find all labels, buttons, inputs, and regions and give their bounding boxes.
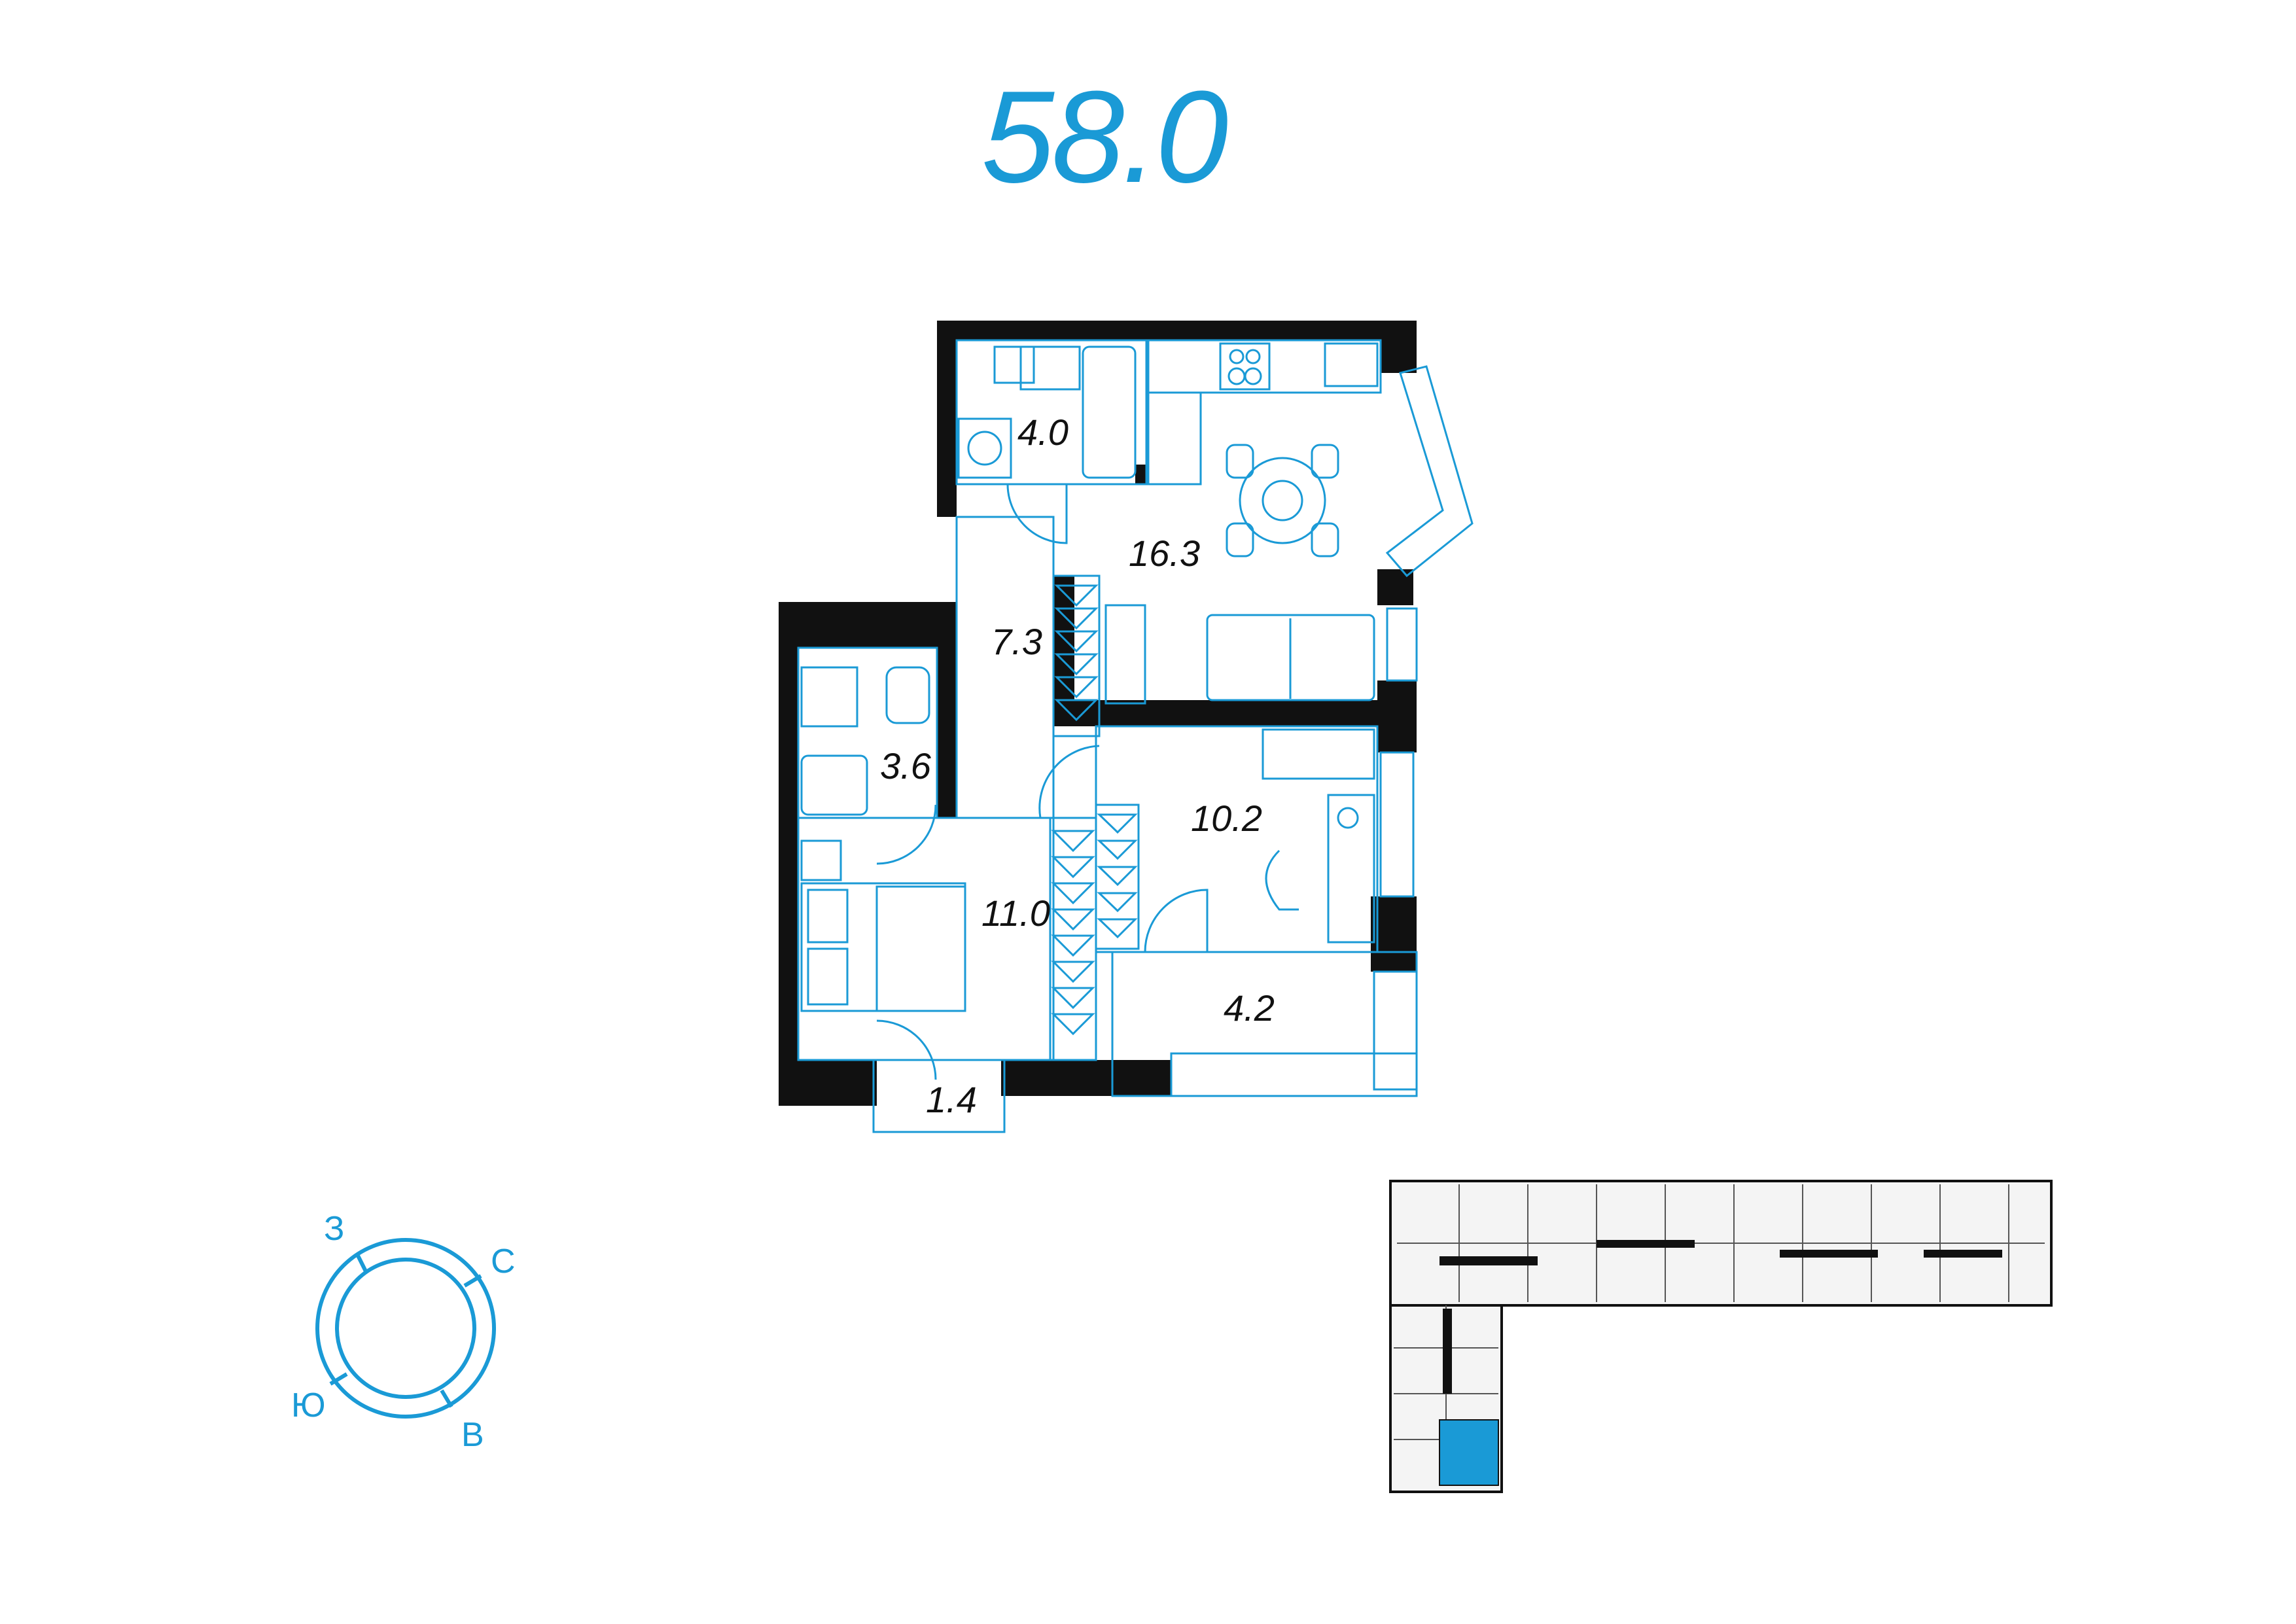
washing-machine-drum-icon — [967, 431, 1002, 466]
bathtub-icon — [1082, 345, 1137, 479]
compass: З С Ю В — [291, 1210, 516, 1454]
washing-machine-icon — [957, 417, 1012, 479]
walls — [779, 321, 1417, 1106]
chair-icon — [1265, 849, 1299, 911]
wardrobe-icon — [1095, 803, 1140, 950]
room-area-bathroom-2: 3.6 — [880, 745, 932, 786]
sink-icon — [1019, 345, 1081, 391]
kitchen-sink-icon — [1147, 391, 1202, 485]
compass-label-east: В — [461, 1416, 484, 1454]
dining-table-icon — [1239, 457, 1326, 544]
shower-icon — [800, 754, 868, 816]
compass-outer-ring — [315, 1238, 496, 1419]
chair-icon — [1311, 444, 1339, 479]
room-area-bedroom-1: 11.0 — [981, 892, 1050, 934]
tv-icon — [1104, 604, 1146, 705]
bed-icon — [800, 882, 966, 1012]
loggia-glazing — [1373, 970, 1418, 1091]
chair-icon — [1226, 444, 1254, 479]
room-area-kitchen-living: 16.3 — [1129, 533, 1200, 574]
door-arc-icon — [1038, 745, 1100, 819]
stove-icon — [1219, 342, 1271, 391]
window-right-2 — [1379, 751, 1415, 898]
key-plan — [1389, 1180, 2053, 1493]
lamp-icon — [1337, 807, 1359, 829]
door-arc-icon — [1144, 889, 1209, 953]
plant-icon — [1262, 480, 1303, 521]
compass-label-west: З — [324, 1210, 344, 1248]
desk-icon — [1262, 728, 1375, 780]
room-loggia: 4.2 — [1111, 951, 1418, 1097]
room-kitchen-living: 16.3 — [1104, 339, 1474, 705]
toilet-icon — [885, 666, 930, 724]
window-right-1 — [1386, 607, 1418, 682]
door-arc-icon — [876, 804, 937, 865]
room-area-bedroom-2: 10.2 — [1191, 798, 1262, 839]
room-bedroom-2: 10.2 — [1095, 725, 1415, 953]
door-arc-icon — [1006, 484, 1068, 544]
chair-icon — [1311, 522, 1339, 557]
room-area-storage: 1.4 — [926, 1079, 977, 1120]
total-area-title: 58.0 — [981, 64, 1228, 210]
wardrobe-icon — [1052, 574, 1101, 737]
room-area-hallway: 7.3 — [991, 621, 1042, 662]
compass-label-north: С — [491, 1243, 516, 1280]
room-bedroom-1: 11.0 — [797, 817, 1097, 1080]
compass-label-south: Ю — [291, 1386, 326, 1424]
compass-inner-ring — [335, 1258, 476, 1399]
highlighted-apartment — [1439, 1419, 1499, 1486]
room-bathroom-1: 4.0 — [955, 339, 1148, 544]
floor-plan: 4.0 16.3 — [779, 321, 1474, 1133]
chair-icon — [1226, 522, 1254, 557]
room-area-bathroom-1: 4.0 — [1017, 412, 1069, 453]
room-storage: 1.4 — [872, 1059, 1006, 1133]
bay-window — [1385, 365, 1474, 578]
door-arc-icon — [876, 1019, 937, 1080]
room-area-loggia: 4.2 — [1224, 987, 1275, 1029]
plant-icon — [800, 839, 842, 881]
room-bathroom-2: 3.6 — [797, 646, 938, 865]
sofa-icon — [1206, 614, 1375, 701]
desk-icon — [1327, 794, 1375, 944]
fridge-icon — [1324, 342, 1379, 387]
sink-icon — [800, 666, 858, 728]
toilet-icon — [993, 345, 1035, 384]
room-hallway: 7.3 — [955, 516, 1101, 819]
